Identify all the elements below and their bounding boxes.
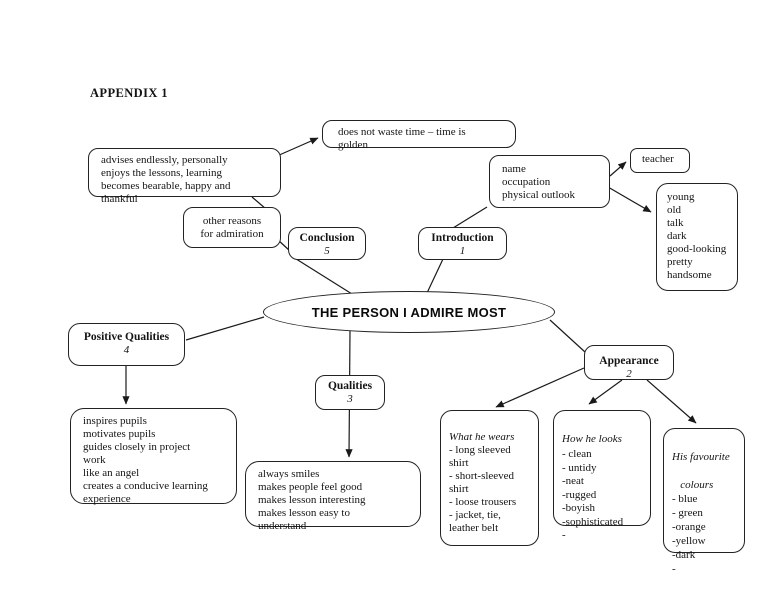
node-title: Conclusion bbox=[299, 232, 355, 244]
node-text: advises endlessly, personally enjoys the… bbox=[101, 154, 231, 205]
node-his-favourite-colours: His favourite colours - blue - green -or… bbox=[663, 428, 745, 575]
connector-namebox-to-introduction bbox=[452, 206, 488, 229]
node-name-occupation: name occupation physical outlook bbox=[489, 155, 610, 208]
page-title: APPENDIX 1 bbox=[90, 86, 168, 100]
connector-appearance-to-howlooks bbox=[588, 379, 623, 405]
connector-namebox-to-teacher bbox=[609, 161, 627, 177]
connector-appearance-to-wears bbox=[495, 367, 585, 408]
node-heading-text: What he wears bbox=[449, 431, 515, 443]
connector-advises-to-wastetime bbox=[276, 137, 319, 157]
central-topic-label: THE PERSON I ADMIRE MOST bbox=[311, 304, 507, 320]
node-number: 1 bbox=[459, 245, 466, 257]
node-introduction: Introduction 1 bbox=[418, 227, 507, 260]
node-does-not-waste-time: does not waste time – time is golden bbox=[322, 120, 516, 151]
node-text: always smiles makes people feel good mak… bbox=[258, 468, 366, 532]
node-physical-looks-list: young old talk dark good-looking pretty … bbox=[656, 183, 738, 291]
node-number: 2 bbox=[626, 368, 632, 380]
node-how-he-looks: How he looks - clean - untidy -neat -rug… bbox=[553, 410, 651, 541]
node-inspires-pupils: inspires pupils motivates pupils guides … bbox=[70, 408, 237, 505]
node-heading-text: His favourite colours bbox=[672, 451, 730, 491]
node-always-smiles: always smiles makes people feel good mak… bbox=[245, 461, 421, 532]
node-text: name occupation physical outlook bbox=[502, 163, 576, 201]
node-advises-endlessly: advises endlessly, personally enjoys the… bbox=[88, 148, 281, 205]
node-heading: What he wears bbox=[441, 411, 538, 444]
connector-appearance-to-colours bbox=[646, 379, 697, 424]
node-text: teacher bbox=[642, 153, 674, 165]
node-text: other reasons for admiration bbox=[200, 215, 264, 240]
node-what-he-wears: What he wears - long sleeved shirt - sho… bbox=[440, 410, 539, 546]
node-title: Positive Qualities bbox=[83, 331, 170, 343]
node-heading: How he looks bbox=[554, 411, 650, 448]
connector-namebox-to-lookslist bbox=[607, 186, 652, 213]
node-text: - blue - green -orange -yellow -dark - bbox=[672, 493, 706, 575]
node-qualities: Qualities 3 bbox=[315, 375, 385, 410]
central-topic-ellipse: THE PERSON I ADMIRE MOST bbox=[263, 291, 555, 333]
node-title: Appearance bbox=[599, 355, 659, 367]
node-title: Introduction bbox=[431, 232, 494, 244]
node-number: 4 bbox=[123, 344, 130, 356]
node-text: inspires pupils motivates pupils guides … bbox=[83, 415, 208, 505]
node-text: - long sleeved shirt - short-sleeved shi… bbox=[449, 444, 517, 534]
node-title: Qualities bbox=[327, 380, 373, 392]
node-appearance: Appearance 2 bbox=[584, 345, 674, 380]
connector-ellipse-to-appearance bbox=[549, 319, 586, 353]
node-number: 3 bbox=[347, 393, 353, 405]
node-text: - clean - untidy -neat -rugged -boyish -… bbox=[562, 448, 624, 541]
node-text: does not waste time – time is golden bbox=[338, 126, 466, 151]
connector-conclusion-to-ellipse bbox=[292, 256, 353, 295]
connector-ellipse-to-positivequalities bbox=[185, 316, 265, 341]
node-number: 5 bbox=[324, 245, 330, 257]
node-positive-qualities: Positive Qualities 4 bbox=[68, 323, 185, 366]
node-text: young old talk dark good-looking pretty … bbox=[667, 191, 727, 281]
node-heading-text: How he looks bbox=[562, 432, 622, 445]
connector-introduction-to-ellipse bbox=[426, 258, 444, 294]
node-other-reasons: other reasons for admiration bbox=[183, 207, 281, 248]
node-teacher: teacher bbox=[630, 148, 690, 173]
node-heading: His favourite colours bbox=[664, 429, 744, 492]
node-conclusion: Conclusion 5 bbox=[288, 227, 366, 260]
